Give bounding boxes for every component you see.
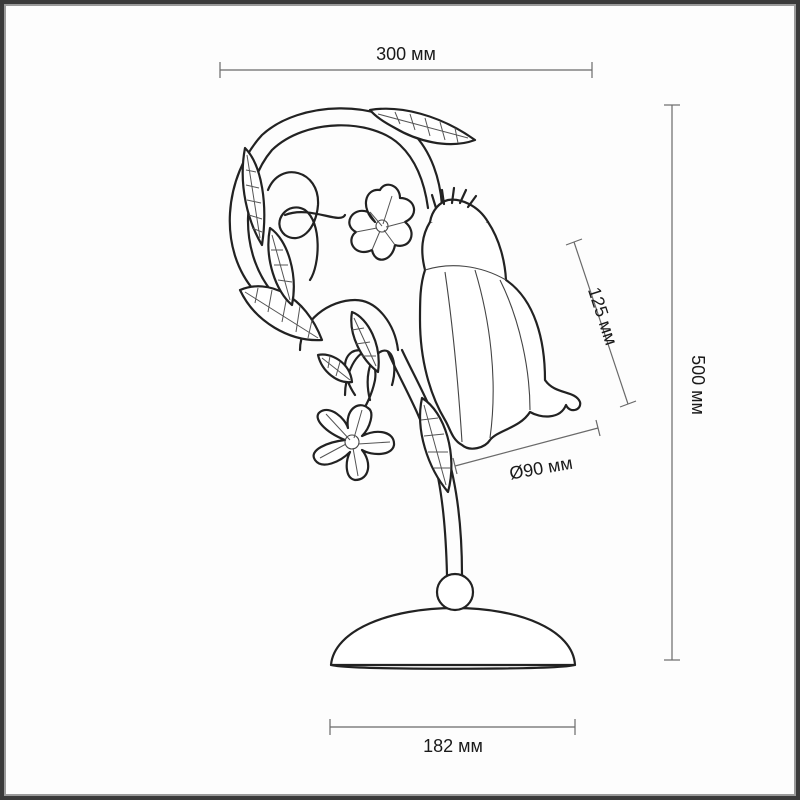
lamp-arch xyxy=(228,107,444,397)
middle-leaf xyxy=(350,310,380,374)
lamp-vines xyxy=(266,171,396,417)
middle-leaf-left xyxy=(316,353,354,384)
arch-leaf-lower xyxy=(238,285,324,342)
upper-flower xyxy=(348,183,416,261)
lower-flower xyxy=(312,404,396,482)
lamp-shade xyxy=(418,186,582,450)
label-base-width: 182 мм xyxy=(423,736,483,756)
base-finial xyxy=(435,572,475,612)
lower-right-leaf xyxy=(418,396,453,494)
label-width-top: 300 мм xyxy=(376,44,436,64)
lamp-base xyxy=(329,572,577,670)
arch-leaf-left xyxy=(241,146,266,247)
dimension-shade-height: 125 мм xyxy=(565,238,637,408)
dimension-height-total: 500 мм xyxy=(664,104,708,661)
label-shade-diameter: Ø90 мм xyxy=(508,453,574,484)
dimension-base-width: 182 мм xyxy=(329,719,576,756)
arch-leaf-vertical xyxy=(267,226,295,307)
top-leaf xyxy=(368,107,477,146)
dimension-width-top: 300 мм xyxy=(219,44,593,78)
label-shade-height: 125 мм xyxy=(584,285,621,348)
label-height-total: 500 мм xyxy=(688,355,708,415)
